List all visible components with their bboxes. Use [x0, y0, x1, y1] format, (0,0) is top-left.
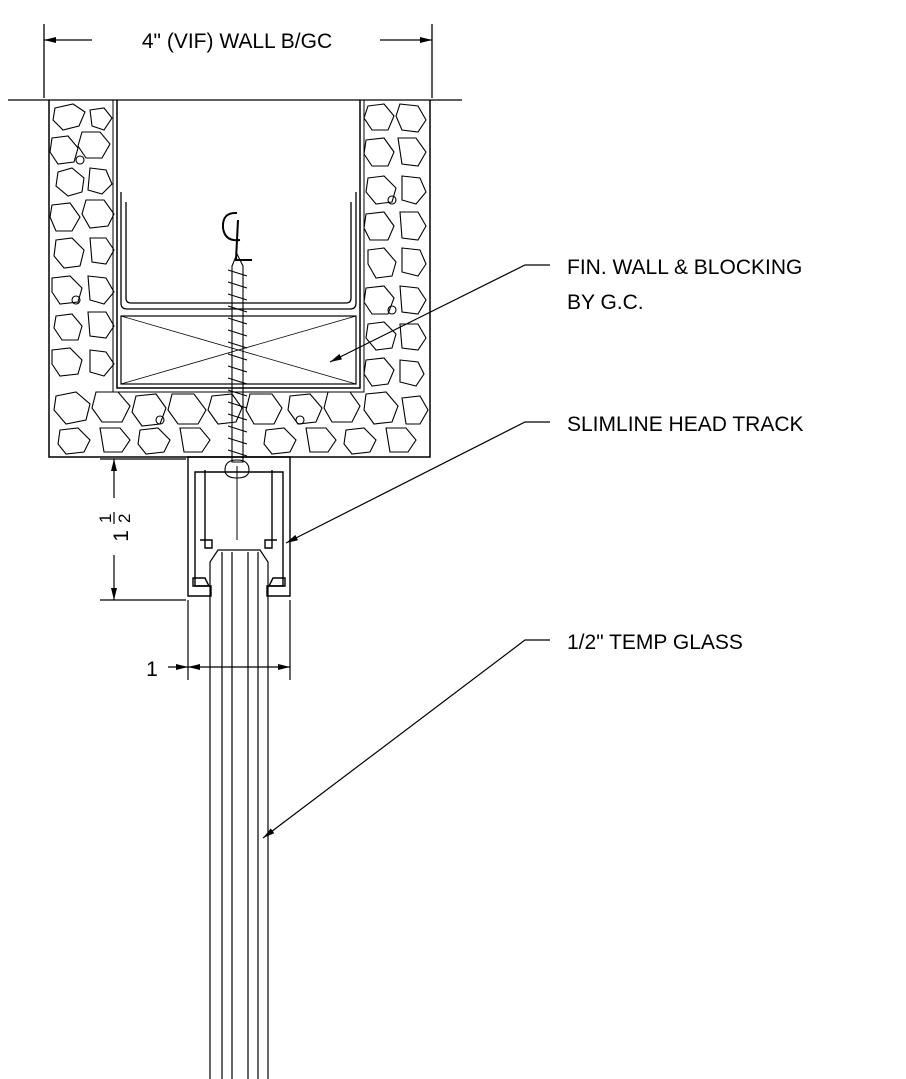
head-track — [187, 456, 291, 597]
wall-width-dimension — [43, 24, 433, 98]
leader-head-track — [285, 421, 550, 544]
centerline-symbol — [221, 211, 252, 261]
steel-channel — [120, 192, 357, 310]
callout-glass: 1/2" TEMP GLASS — [567, 631, 743, 654]
finish-wall — [48, 100, 431, 458]
callout-head-track: SLIMLINE HEAD TRACK — [567, 413, 804, 436]
stud-cavity — [112, 100, 365, 393]
screw — [224, 252, 250, 479]
wood-blocking — [120, 315, 357, 385]
track-width-dimension — [168, 600, 291, 680]
callout-wall-line1: FIN. WALL & BLOCKING — [567, 256, 802, 279]
temp-glass — [209, 549, 269, 1079]
svg-text:1: 1 — [110, 530, 133, 542]
callout-wall-line2: BY G.C. — [567, 291, 644, 314]
track-width-label: 1 — [146, 658, 158, 681]
track-height-dimension — [100, 458, 186, 601]
stone-fill-pattern — [49, 103, 429, 455]
leader-wall — [329, 264, 550, 363]
wall-width-label: 4" (VIF) WALL B/GC — [142, 30, 332, 53]
track-height-label: 1 1 2 — [96, 512, 134, 542]
leader-glass — [262, 639, 550, 839]
svg-text:2: 2 — [115, 514, 134, 523]
svg-text:1: 1 — [96, 514, 115, 523]
